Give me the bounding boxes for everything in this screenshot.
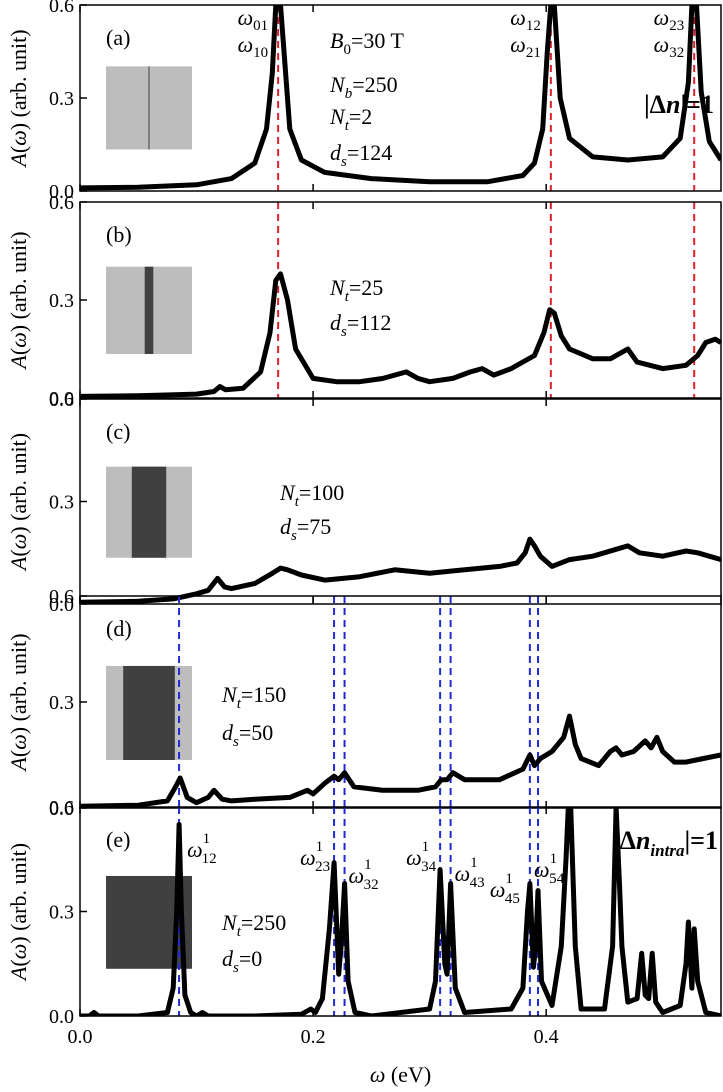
spectrum-line [80,271,721,398]
parameter-annotation: ds=75 [280,514,331,544]
parameter-annotation: Nt=150 [221,682,286,712]
y-axis-title: A(ω) (arb. unit) [6,633,31,772]
y-axis-title: A(ω) (arb. unit) [6,29,31,168]
x-tick-label: 0.4 [534,1026,559,1048]
y-tick-label: 0.3 [49,290,74,312]
y-tick-label: 0.3 [49,692,74,714]
peak-label: ω12 [510,5,541,34]
parameter-annotation: ds=112 [330,310,391,340]
x-tick-label: 0.2 [301,1026,326,1048]
y-tick-label: 0.6 [49,0,74,17]
y-axis-title: A(ω) (arb. unit) [6,231,31,370]
inset-doped-region [131,466,167,558]
y-tick-label: 0.6 [49,389,74,411]
spectrum-line [80,713,721,808]
spectrum-line [80,5,721,191]
peak-label: ω21 [510,32,541,61]
spectrum-line [80,536,721,604]
panel-label: (e) [106,827,130,852]
y-tick-label: 0.3 [49,88,74,110]
parameter-annotation: Nt=250 [221,910,286,940]
y-tick-label: 0.6 [49,586,74,608]
transition-rule: |Δnintra|=1 [614,826,718,860]
parameter-annotation: ds=0 [222,946,262,976]
y-tick-label: 0.6 [49,192,74,214]
y-tick-label: 0.0 [49,181,74,203]
y-tick-label: 0.6 [49,797,74,819]
x-tick-label: 0.0 [68,1026,93,1048]
y-tick-label: 0.3 [49,902,74,924]
parameter-annotation: Nb=250 [329,72,398,102]
y-tick-label: 0.3 [49,492,74,514]
parameter-annotation: ds=124 [330,140,392,170]
panel-label: (d) [106,616,132,641]
panel-label: (c) [106,419,130,444]
panel-e: 0.0 0.3 0.6A(ω) (arb. unit) (e) Nt=250 ds=0 |Δ… [6,797,722,1087]
panel-label: (a) [106,25,130,50]
x-axis-title: ω (eV) [370,1062,431,1087]
peak-label: ω10 [238,32,269,61]
transition-rule: |Δn|=1 [644,90,714,119]
panel-a: 0.0 0.3 0.6A(ω) (arb. unit) (a) B0=30 T Nb=25… [6,0,722,203]
parameter-annotation: ds=50 [222,720,273,750]
panel-label: (b) [106,222,132,247]
peak-label: ω23 [654,5,685,34]
y-tick-label: 0.0 [49,1006,74,1028]
parameter-annotation: Nt=2 [329,104,372,134]
parameter-annotation: B0=30 T [330,28,404,58]
inset-doped-region [144,266,154,354]
parameter-annotation: Nt=25 [329,275,383,305]
y-axis-title: A(ω) (arb. unit) [6,843,31,982]
parameter-annotation: Nt=100 [279,480,344,510]
y-tick-label: 0.0 [49,388,74,410]
inset-doped-region [123,665,175,760]
y-tick-label: 0.0 [49,594,74,616]
y-axis-title: A(ω) (arb. unit) [6,433,31,572]
peak-label: ω01 [238,5,269,34]
y-tick-label: 0.0 [49,798,74,820]
peak-label: ω32 [654,32,685,61]
